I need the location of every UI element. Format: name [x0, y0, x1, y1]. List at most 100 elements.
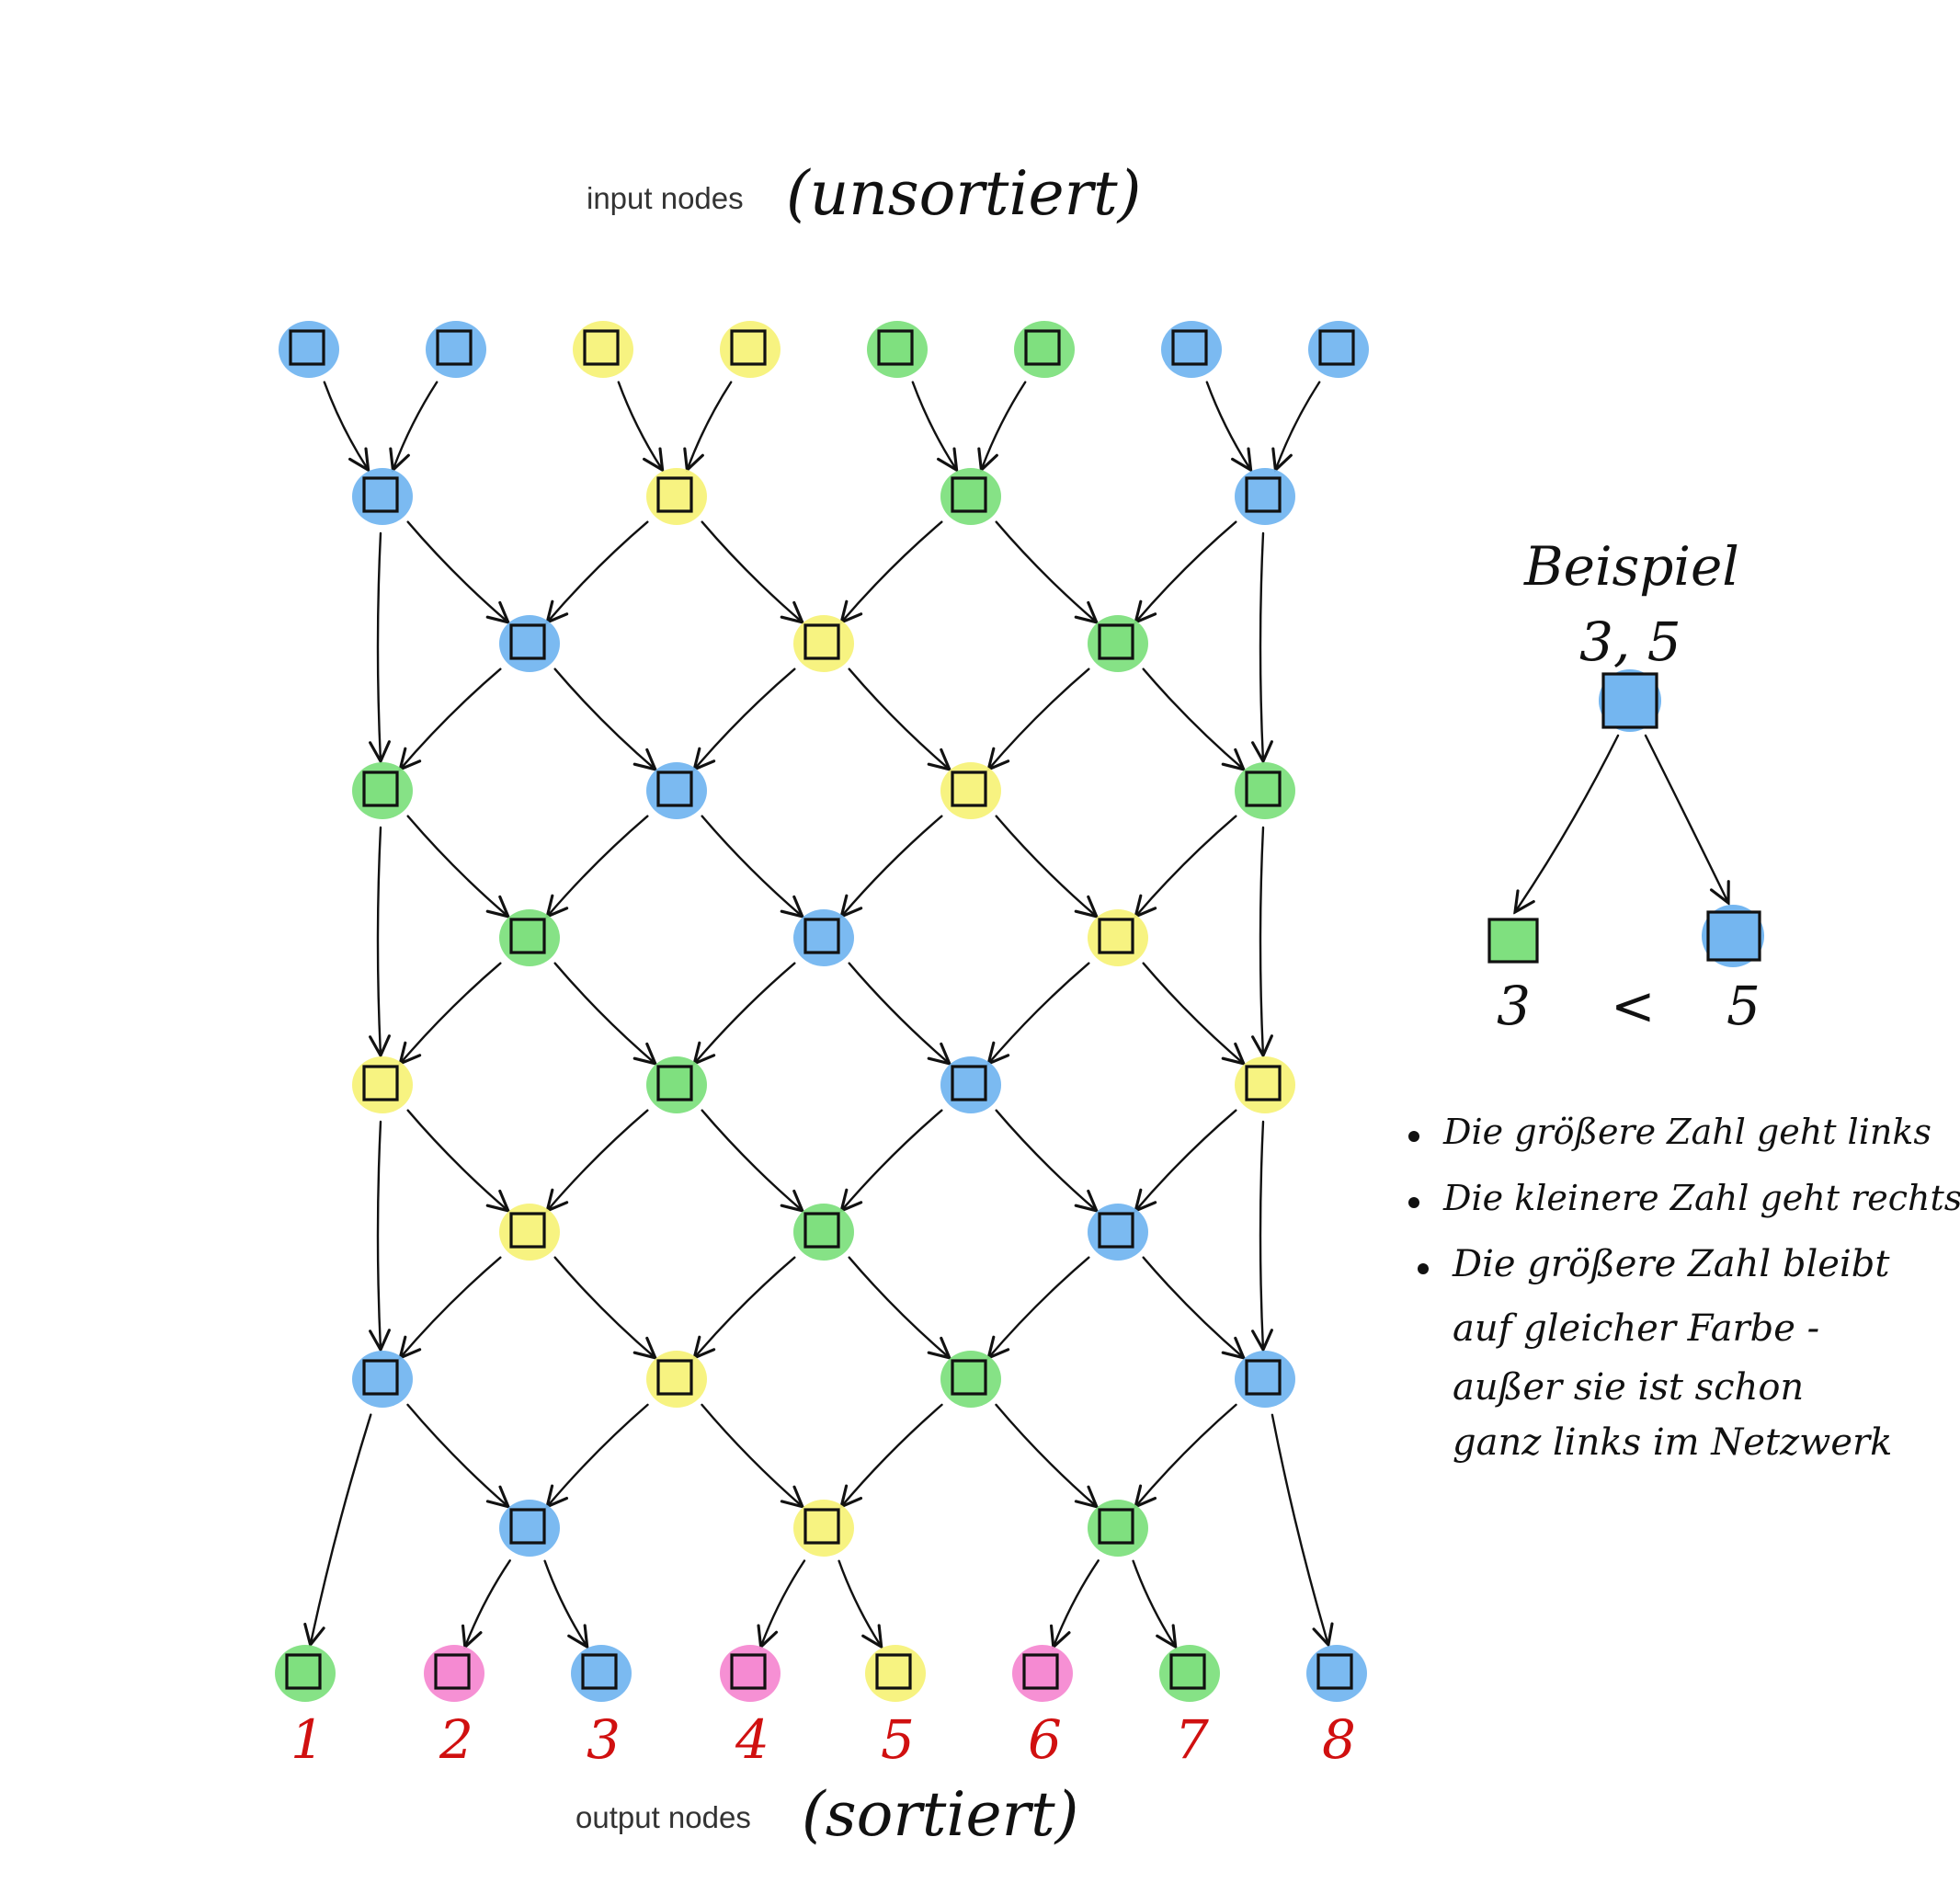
- comparator-node: [352, 1351, 413, 1408]
- note-line-4: auf gleicher Farbe -: [1453, 1307, 1819, 1350]
- output-number: 8: [1322, 1708, 1356, 1771]
- note-line-6: ganz links im Netzwerk: [1453, 1421, 1892, 1464]
- edge-3: [701, 815, 803, 917]
- output-footer: output nodes (sortiert): [575, 1779, 1078, 1850]
- node-square: [951, 476, 987, 513]
- input-node: [1014, 321, 1075, 378]
- edge-0: [393, 381, 439, 471]
- comparator-node: [1088, 1500, 1148, 1557]
- node-color-blob: [499, 615, 560, 672]
- edge-1: [841, 520, 943, 622]
- comparator-node: [646, 1351, 707, 1408]
- comparator-node: [940, 468, 1001, 525]
- node-color-blob: [1235, 1351, 1295, 1408]
- node-square: [875, 1653, 912, 1690]
- edge-7: [1135, 1403, 1237, 1507]
- note-bullet-2: [1408, 1197, 1419, 1208]
- comparator-node: [1235, 468, 1295, 525]
- note-line-2: Die kleinere Zahl geht rechts: [1442, 1178, 1960, 1218]
- node-color-blob: [720, 321, 781, 378]
- node-square: [656, 770, 693, 807]
- edge-5: [547, 1109, 649, 1211]
- edge-2: [694, 668, 796, 770]
- node-square: [362, 1359, 399, 1396]
- node-square: [730, 1653, 767, 1690]
- comparator-node: [352, 1056, 413, 1113]
- edge-8: [838, 1559, 882, 1647]
- example-left-value: 3: [1497, 975, 1531, 1037]
- edge-4: [694, 962, 796, 1064]
- node-square: [1245, 770, 1282, 807]
- edge-1: [701, 520, 803, 622]
- node-square: [1098, 918, 1134, 954]
- node-color-blob: [793, 615, 854, 672]
- node-color-blob: [352, 468, 413, 525]
- comparator-node: [793, 1500, 854, 1557]
- edge-0: [617, 381, 663, 471]
- edge-5: [406, 1109, 508, 1211]
- edge-out-pass: [1271, 1413, 1328, 1645]
- note-line-5: außer sie ist schon: [1453, 1366, 1804, 1409]
- node-square: [656, 1065, 693, 1101]
- comparator-node: [940, 762, 1001, 819]
- comparator-node: [499, 615, 560, 672]
- node-color-blob: [1088, 1204, 1148, 1261]
- edge-5: [841, 1109, 943, 1211]
- node-square: [1022, 1653, 1059, 1690]
- edge-1: [406, 520, 508, 622]
- edge-8: [1054, 1559, 1100, 1647]
- edge-2: [988, 668, 1090, 770]
- edge-5-pass: [378, 1120, 381, 1350]
- node-square: [1098, 1212, 1134, 1249]
- output-number: 6: [1028, 1708, 1062, 1771]
- comparator-node: [352, 468, 413, 525]
- example-edge-left: [1515, 734, 1620, 912]
- edge-3: [841, 815, 943, 917]
- input-node: [1308, 321, 1369, 378]
- node-color-blob: [793, 909, 854, 966]
- edge-1: [547, 520, 649, 622]
- note-bullet-3: [1418, 1263, 1429, 1274]
- edge-6: [400, 1256, 502, 1358]
- node-square: [1245, 1065, 1282, 1101]
- example-panel: Beispiel 3, 5 3 < 5: [1487, 535, 1764, 1037]
- edge-8: [761, 1559, 806, 1648]
- node-square: [1318, 329, 1355, 366]
- edge-0: [911, 381, 957, 471]
- edge-1-pass: [378, 531, 381, 761]
- node-square: [877, 329, 914, 366]
- edge-3: [995, 815, 1097, 917]
- node-color-blob: [1308, 321, 1369, 378]
- node-square: [951, 770, 987, 807]
- input-node: [867, 321, 928, 378]
- comparator-node: [793, 909, 854, 966]
- node-square: [509, 1212, 546, 1249]
- output-node: [1306, 1645, 1367, 1702]
- edge-6: [694, 1256, 796, 1358]
- node-color-blob: [940, 762, 1001, 819]
- comparator-node: [793, 615, 854, 672]
- node-square: [656, 1359, 693, 1396]
- output-number: 3: [587, 1708, 621, 1771]
- comparator-node: [1088, 615, 1148, 672]
- edge-2: [400, 668, 502, 770]
- edge-0: [323, 381, 369, 471]
- edge-7: [406, 1403, 508, 1507]
- output-nodes-note: (sortiert): [802, 1779, 1078, 1850]
- comparator-node: [1235, 762, 1295, 819]
- edge-1-pass: [1260, 531, 1263, 761]
- node-square: [509, 918, 546, 954]
- output-number: 5: [881, 1708, 915, 1771]
- output-node: [720, 1645, 781, 1702]
- comparator-node: [793, 1204, 854, 1261]
- output-number: 1: [291, 1708, 325, 1771]
- node-square: [362, 476, 399, 513]
- edge-3: [1135, 815, 1237, 917]
- example-right-value: 5: [1726, 975, 1761, 1037]
- output-number: 4: [735, 1708, 769, 1771]
- input-node: [573, 321, 633, 378]
- example-title: Beispiel: [1523, 535, 1739, 598]
- node-color-blob: [646, 762, 707, 819]
